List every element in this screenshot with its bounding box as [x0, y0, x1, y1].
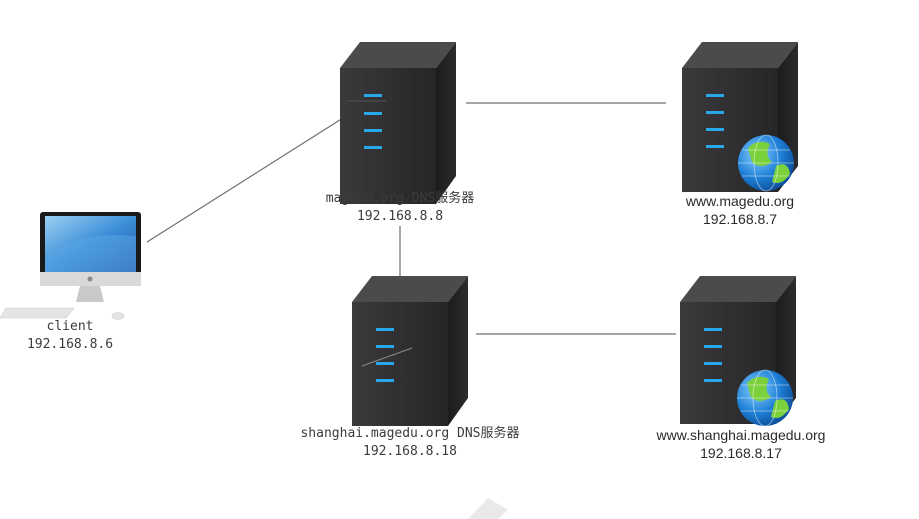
client-computer-icon: [0, 212, 141, 320]
led: [706, 145, 724, 148]
led: [376, 328, 394, 331]
led: [706, 111, 724, 114]
dns-shanghai-ip: 192.168.8.18: [363, 444, 457, 459]
server-front: [340, 68, 436, 204]
web-magedu-label: www.magedu.org 192.168.8.7: [650, 192, 830, 228]
server-icon-dns-shanghai: [352, 276, 468, 426]
server-side: [436, 42, 456, 204]
server-icon-dns-magedu: [340, 42, 456, 204]
led: [704, 379, 722, 382]
watermark-mark: [468, 498, 508, 519]
client-label: client 192.168.8.6: [10, 318, 130, 354]
led: [376, 362, 394, 365]
led: [706, 94, 724, 97]
dns-shanghai-name: shanghai.magedu.org DNS服务器: [300, 426, 520, 441]
bay: [346, 100, 386, 102]
led: [364, 129, 382, 132]
client-name: client: [46, 319, 94, 334]
keyboard: [0, 307, 75, 319]
globe-land: [747, 376, 789, 418]
client-ip: 192.168.8.6: [26, 337, 114, 352]
led: [376, 345, 394, 348]
screen-swoosh: [45, 234, 136, 272]
apple-logo-icon: [87, 276, 93, 282]
led: [364, 94, 382, 97]
led: [376, 379, 394, 382]
globe-icon-web-shanghai: [737, 369, 793, 427]
led: [704, 345, 722, 348]
monitor-stand: [76, 286, 104, 302]
cable-mark: [361, 347, 413, 367]
globe-land: [748, 141, 790, 183]
led: [704, 362, 722, 365]
dns-magedu-name: magedu.org DNS服务器: [325, 191, 475, 206]
server-top: [340, 42, 456, 68]
server-side: [448, 276, 468, 426]
led: [706, 128, 724, 131]
led: [704, 328, 722, 331]
led: [364, 146, 382, 149]
dns-magedu-label: magedu.org DNS服务器 192.168.8.8: [290, 190, 510, 226]
server-top: [680, 276, 796, 302]
server-top: [352, 276, 468, 302]
server-top: [682, 42, 798, 68]
globe-grid: [737, 369, 793, 427]
connectors: [146, 102, 676, 335]
web-shanghai-name: www.shanghai.magedu.org: [656, 427, 826, 443]
web-magedu-name: www.magedu.org: [685, 193, 795, 209]
globe-icon-web-magedu: [738, 134, 794, 192]
globe-grid: [738, 134, 794, 192]
web-shanghai-label: www.shanghai.magedu.org 192.168.8.17: [626, 426, 856, 462]
led: [364, 112, 382, 115]
web-shanghai-ip: 192.168.8.17: [700, 445, 782, 461]
mouse: [111, 312, 125, 320]
dns-magedu-ip: 192.168.8.8: [356, 209, 444, 224]
link-client-dns-magedu: [146, 117, 344, 243]
web-magedu-ip: 192.168.8.7: [703, 211, 777, 227]
dns-shanghai-label: shanghai.magedu.org DNS服务器 192.168.8.18: [270, 425, 550, 461]
